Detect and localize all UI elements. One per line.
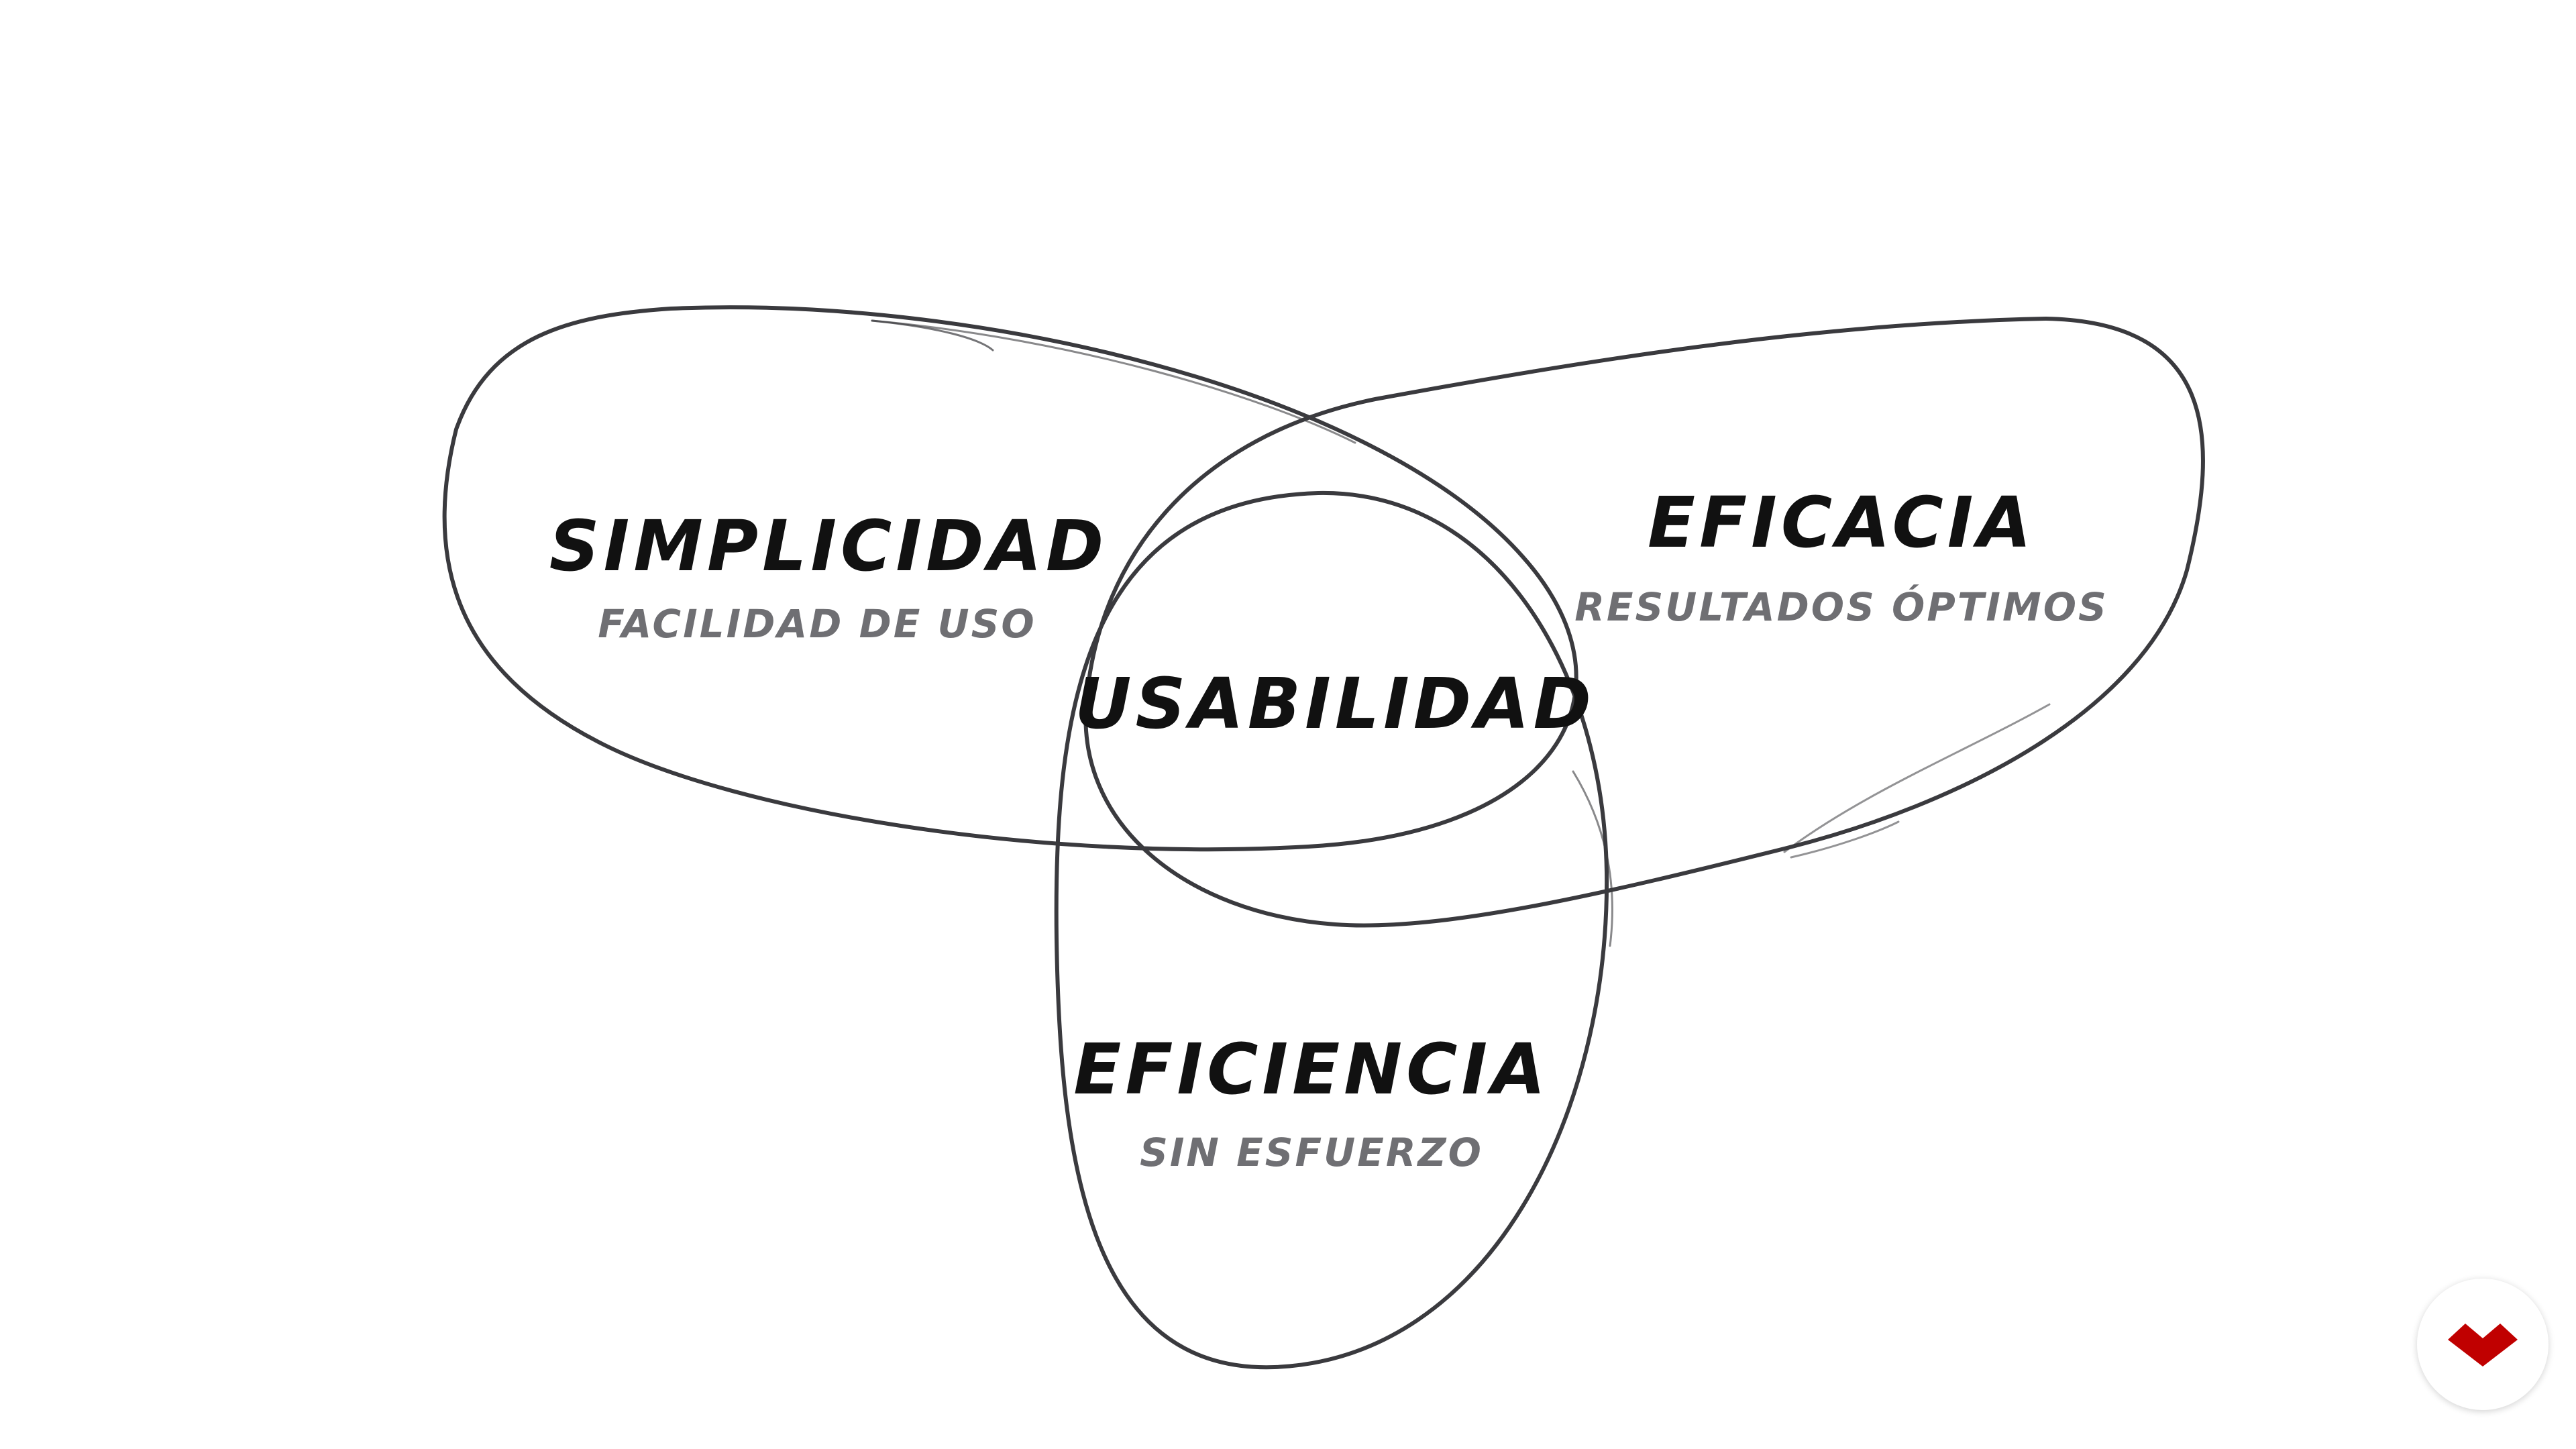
chevron-logo-icon: [2448, 1324, 2518, 1366]
ellipse-eficiencia: [1054, 490, 1613, 1370]
eficacia-title: EFICACIA: [1648, 482, 2035, 564]
simplicidad-subtitle: FACILIDAD DE USO: [598, 601, 1036, 647]
eficiencia-title: EFICIENCIA: [1073, 1028, 1549, 1110]
logo-badge[interactable]: [2417, 1279, 2548, 1410]
eficiencia-subtitle: SIN ESFUERZO: [1140, 1130, 1483, 1175]
center-title: USABILIDAD: [1075, 663, 1595, 745]
ellipse-eficacia: [1083, 316, 2205, 928]
ellipse-simplicidad: [442, 305, 1578, 852]
simplicidad-title: SIMPLICIDAD: [549, 505, 1108, 587]
eficacia-subtitle: RESULTADOS ÓPTIMOS: [1574, 584, 2108, 630]
